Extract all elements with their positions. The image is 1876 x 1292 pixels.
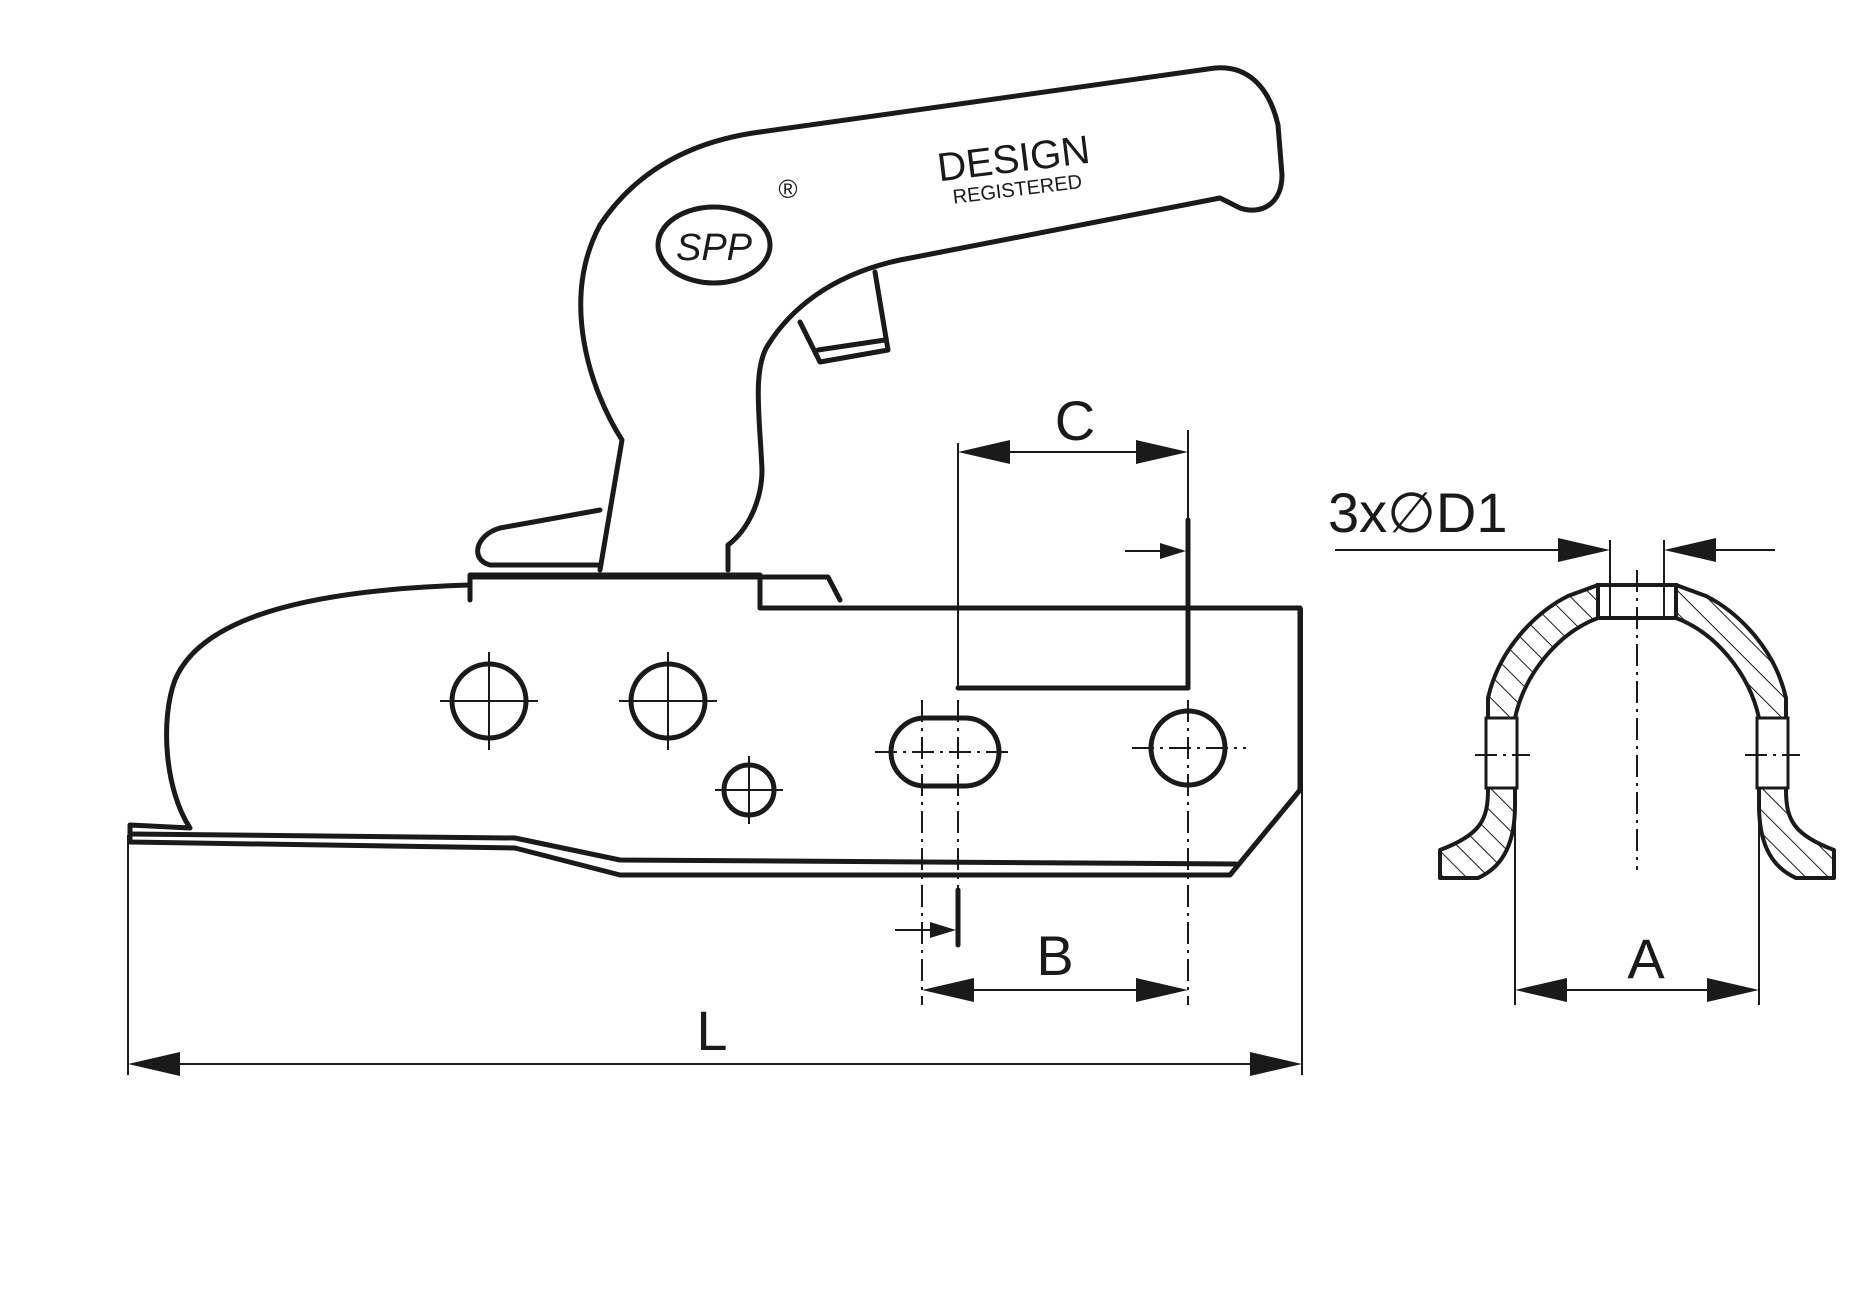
section-left-wall xyxy=(1438,583,1600,880)
dimension-c-label: C xyxy=(1055,389,1095,452)
small-hole xyxy=(715,756,783,824)
cross-section-view xyxy=(1438,570,1836,880)
dimension-a: A xyxy=(1514,790,1760,1005)
dimension-d1-label: 3x∅D1 xyxy=(1328,481,1508,544)
section-right-wall xyxy=(1674,583,1836,880)
locking-latch xyxy=(475,507,603,568)
coupling-tongue-line xyxy=(127,831,1239,867)
dimension-b-label: B xyxy=(1036,924,1073,987)
dimension-c: C xyxy=(955,389,1191,691)
section-right-hole xyxy=(1755,716,1790,790)
logo-text: SPP xyxy=(676,227,753,269)
dimension-l-label: L xyxy=(696,999,727,1062)
mounting-hole-1 xyxy=(440,652,538,750)
dimension-a-label: A xyxy=(1627,927,1665,990)
coupling-body-outline xyxy=(127,572,1303,878)
handle-lever-tab xyxy=(797,269,891,365)
spp-logo: SPP ® xyxy=(655,174,798,286)
coupling-handle xyxy=(578,65,1285,573)
coupling-top-step xyxy=(467,574,843,603)
dimension-l: L xyxy=(127,608,1303,1076)
mounting-hole-2 xyxy=(619,652,717,750)
section-left-hole xyxy=(1484,716,1519,790)
dimension-d1: 3x∅D1 xyxy=(1328,481,1775,585)
registered-mark: ® xyxy=(778,174,797,204)
slotted-hole xyxy=(875,715,1010,789)
dimension-b: B xyxy=(895,700,1189,1005)
coupling-side-view: SPP ® DESIGN REGISTERED xyxy=(127,65,1303,878)
